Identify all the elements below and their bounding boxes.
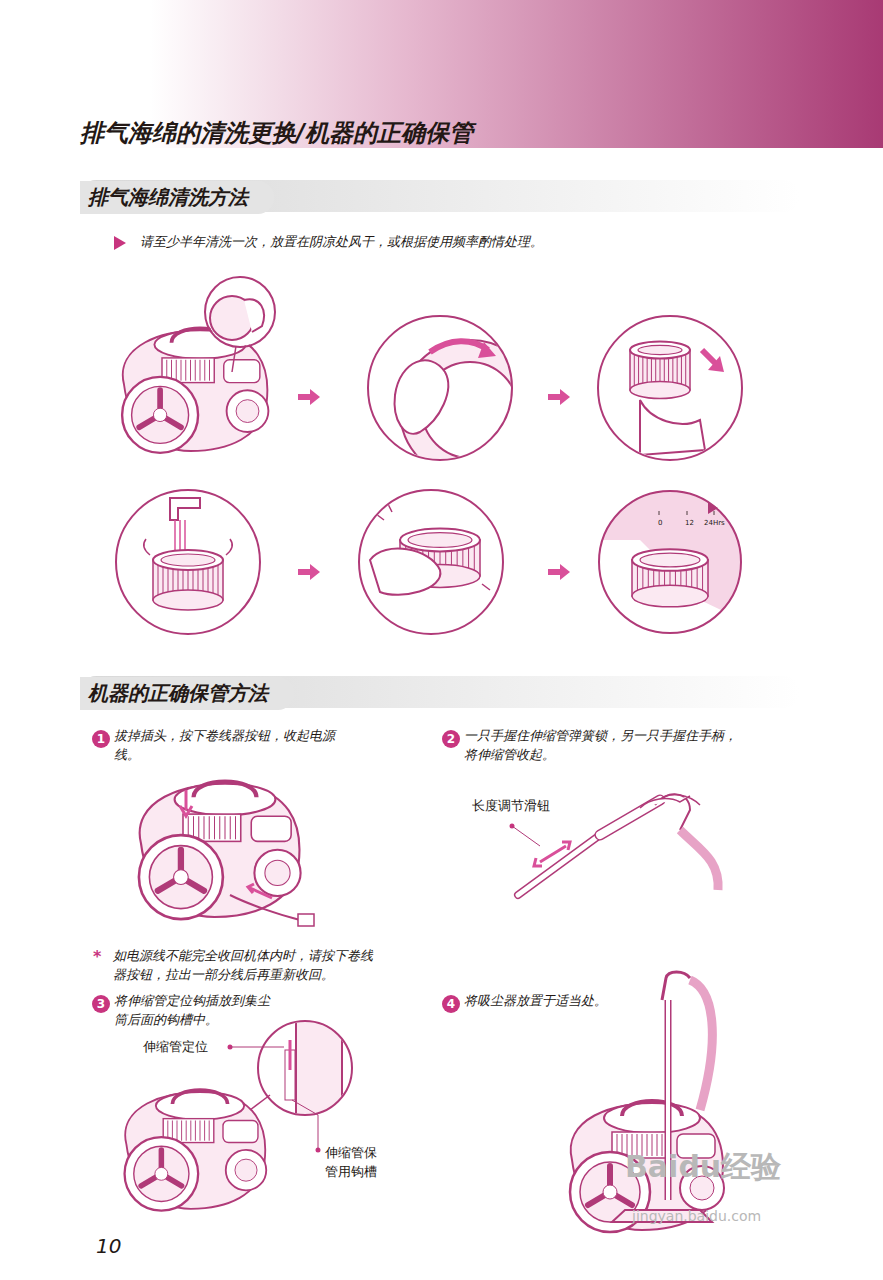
detail-circle <box>359 490 503 634</box>
filter-sponge <box>153 550 223 610</box>
step-text: 拔掉插头，按下卷线器按钮，收起电源线。 <box>114 727 346 765</box>
step-number: 4 <box>442 995 460 1013</box>
pull-arrow <box>248 884 272 898</box>
leader-line <box>512 826 540 846</box>
leader-line <box>232 346 236 372</box>
power-plug <box>298 914 314 926</box>
note-text: 如电源线不能完全收回机体内时，请按下卷线器按钮，拉出一部分线后再重新收回。 <box>113 947 385 985</box>
bullet <box>114 236 126 250</box>
detail-circle <box>368 316 512 460</box>
stored-wand <box>612 972 712 1222</box>
vacuum-cleaner <box>139 782 301 920</box>
step-text: 一只手握住伸缩管弹簧锁，另一只手握住手柄，将伸缩管收起。 <box>464 727 740 765</box>
part-label: 伸缩管保管用钩槽 <box>325 1144 383 1182</box>
leader-line <box>230 1047 284 1048</box>
timeline-arrow <box>658 506 708 511</box>
flow-arrow <box>548 389 570 405</box>
step-label: 2 <box>447 732 455 746</box>
filter-sponge <box>632 549 708 607</box>
flow-arrow <box>298 389 320 405</box>
flow-arrow <box>548 564 570 580</box>
vacuum-cleaner <box>125 1090 267 1211</box>
step-label: 1 <box>97 732 105 746</box>
time-mark: 24Hrs <box>704 519 725 527</box>
drying-circle: 0 12 24Hrs <box>598 490 742 634</box>
leader-line <box>292 1100 318 1150</box>
note-mark: * <box>93 945 107 968</box>
watermark: Baidu经验 <box>625 1145 825 1189</box>
power-cord <box>230 895 300 920</box>
instruction-note: 请至少半年清洗一次，放置在阴凉处风干，或根据使用频率酌情处理。 <box>140 233 780 252</box>
step-text: 将伸缩管定位钩插放到集尘筒后面的钩槽中。 <box>114 992 282 1030</box>
section-heading: 排气海绵清洗方法 <box>80 181 274 214</box>
product-drawings <box>116 277 742 1232</box>
page-title: 排气海绵的清洗更换/机器的正确保管 <box>80 116 473 151</box>
detail-circle <box>258 1021 352 1115</box>
timeline-ticks <box>659 511 714 515</box>
time-mark: 0 <box>658 519 662 527</box>
watermark: jingyan.baidu.com <box>632 1206 832 1226</box>
step-label: 3 <box>97 997 105 1011</box>
section-heading: 机器的正确保管方法 <box>80 677 294 710</box>
step-number: 1 <box>92 730 110 748</box>
step-number: 3 <box>92 995 110 1013</box>
heading-text: 排气海绵清洗方法 <box>88 185 248 209</box>
timeline-arrow <box>708 502 718 514</box>
detail-circle <box>598 316 742 460</box>
press-arrow <box>180 790 192 816</box>
detail-circle <box>205 277 275 347</box>
leader-line <box>250 1095 270 1110</box>
part-label: 长度调节滑钮 <box>472 797 582 816</box>
step-number: 2 <box>442 730 460 748</box>
time-mark: 12 <box>685 519 694 527</box>
flow-arrow <box>298 564 320 580</box>
filter-sponge <box>630 341 690 398</box>
page-number: 10 <box>96 1232 136 1261</box>
heading-text: 机器的正确保管方法 <box>88 681 268 705</box>
step-text: 将吸尘器放置于适当处。 <box>464 992 664 1011</box>
part-label: 伸缩管定位 <box>143 1038 223 1057</box>
detail-circle <box>116 490 260 634</box>
step-label: 4 <box>447 997 455 1011</box>
